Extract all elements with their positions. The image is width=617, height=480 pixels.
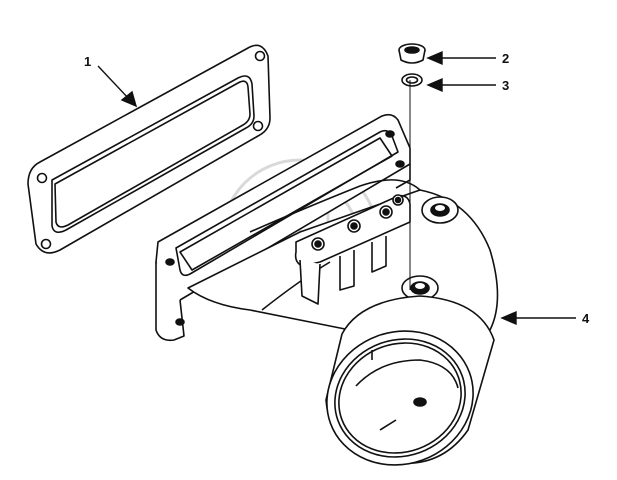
callout-label-3: 3 — [502, 78, 509, 93]
callout-leaders — [97, 50, 576, 326]
gasket-part — [27, 44, 271, 254]
callout-label-4: 4 — [582, 311, 590, 326]
callout-label-1: 1 — [84, 54, 91, 69]
plug-part — [398, 43, 426, 64]
housing-part — [155, 113, 499, 466]
seal-ring-part — [401, 73, 423, 87]
callout-label-2: 2 — [502, 51, 509, 66]
